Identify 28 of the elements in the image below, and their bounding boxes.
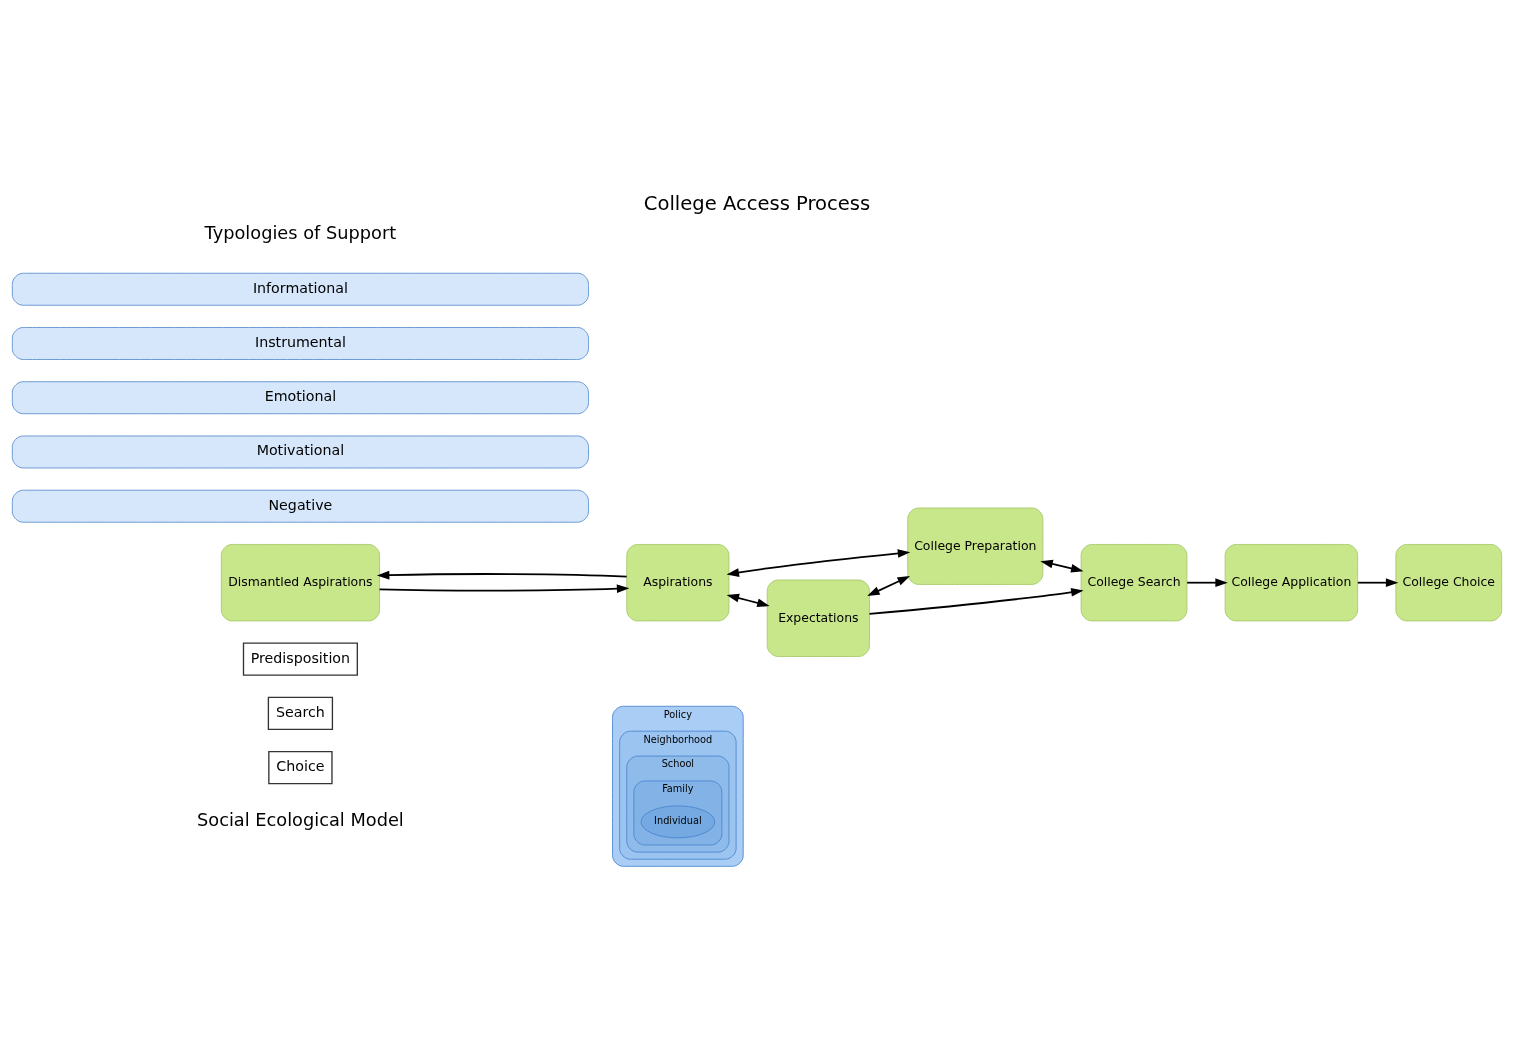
arrow [1356, 577, 1399, 587]
diagram-title: College Access Process [643, 191, 871, 215]
label: Social Ecological Model [197, 808, 404, 830]
arrow [1040, 559, 1084, 573]
node-ellipse: Individual [640, 804, 716, 838]
node-box: Negative [11, 489, 589, 523]
label: Typologies of Support [204, 221, 397, 243]
arrow [378, 583, 630, 593]
arrow [376, 570, 628, 580]
arrow [726, 593, 770, 607]
node-box: Predisposition [242, 642, 358, 676]
node-box: College Application [1224, 543, 1359, 621]
arrow [1186, 577, 1228, 587]
node-box: Search [267, 696, 334, 730]
arrow [726, 548, 911, 577]
node-box: Expectations [766, 579, 870, 657]
node-box: Instrumental [11, 326, 589, 360]
arrow [867, 575, 911, 596]
node-box: Motivational [11, 435, 589, 468]
node-box: Aspirations [626, 543, 730, 621]
node-box: Choice [268, 750, 333, 784]
arrow [868, 587, 1084, 615]
node-box: College Choice [1395, 543, 1503, 621]
node-box: Informational [11, 272, 589, 306]
node-box: Dismantled Aspirations [220, 543, 380, 621]
node-box: College Preparation [907, 507, 1044, 585]
node-box: Emotional [11, 380, 589, 414]
node-box: College Search [1080, 543, 1188, 621]
